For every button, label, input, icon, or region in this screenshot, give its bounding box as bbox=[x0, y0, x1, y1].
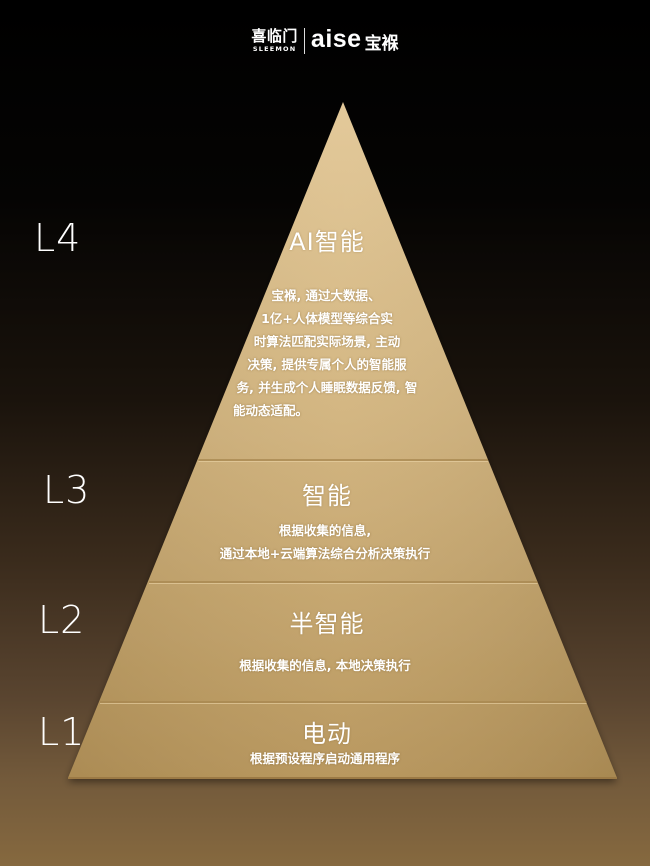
tier-desc-l4-line: 决策, 提供专属个人的智能服 bbox=[247, 357, 407, 372]
pyramid-shading bbox=[68, 102, 617, 778]
level-label-l1: L1 bbox=[38, 710, 86, 754]
tier-desc-l4: 宝褓, 通过大数据、 1亿+人体模型等综合实 时算法匹配实际场景, 主动 决策,… bbox=[0, 284, 650, 422]
tier-desc-l1-line: 根据预设程序启动通用程序 bbox=[249, 751, 400, 766]
tier-desc-l1: 根据预设程序启动通用程序 bbox=[0, 747, 650, 770]
tier-desc-l2: 根据收集的信息, 本地决策执行 bbox=[0, 654, 650, 677]
aise-logo: aise bbox=[310, 24, 362, 53]
aise-logo-cn: 宝褓 bbox=[364, 33, 399, 54]
tier-desc-l4-line: 宝褓, 通过大数据、 bbox=[271, 288, 381, 303]
tier-desc-l4-line: 时算法匹配实际场景, 主动 bbox=[253, 334, 401, 349]
logo-divider bbox=[303, 28, 305, 54]
sleemon-logo: 喜临门 SLEEMON bbox=[251, 29, 298, 53]
level-label-l4: L4 bbox=[34, 216, 82, 260]
tier-title-l4: AI智能 bbox=[289, 228, 365, 256]
tier-title-l1: 电动 bbox=[302, 720, 352, 748]
level-label-l3: L3 bbox=[43, 468, 91, 512]
tier-desc-l4-line: 能动态适配。 bbox=[233, 403, 309, 418]
tier-desc-l4-line: 务, 并生成个人睡眠数据反馈, 智 bbox=[236, 380, 418, 395]
tier-desc-l3: 根据收集的信息, 通过本地+云端算法综合分析决策执行 bbox=[0, 519, 650, 565]
tier-desc-l3-line: 根据收集的信息, bbox=[278, 523, 372, 538]
tier-desc-l2-line: 根据收集的信息, 本地决策执行 bbox=[239, 658, 411, 673]
sleemon-logo-en: SLEEMON bbox=[252, 45, 297, 54]
tier-title-l2: 半智能 bbox=[289, 610, 365, 638]
brand-logo: 喜临门 SLEEMON aise 宝褓 bbox=[0, 24, 650, 58]
tier-desc-l3-line: 通过本地+云端算法综合分析决策执行 bbox=[219, 546, 431, 561]
tier-title-l3: 智能 bbox=[302, 482, 352, 510]
sleemon-logo-cn: 喜临门 bbox=[251, 27, 298, 46]
tier-desc-l4-line: 1亿+人体模型等综合实 bbox=[261, 311, 393, 326]
level-label-l2: L2 bbox=[38, 598, 86, 642]
